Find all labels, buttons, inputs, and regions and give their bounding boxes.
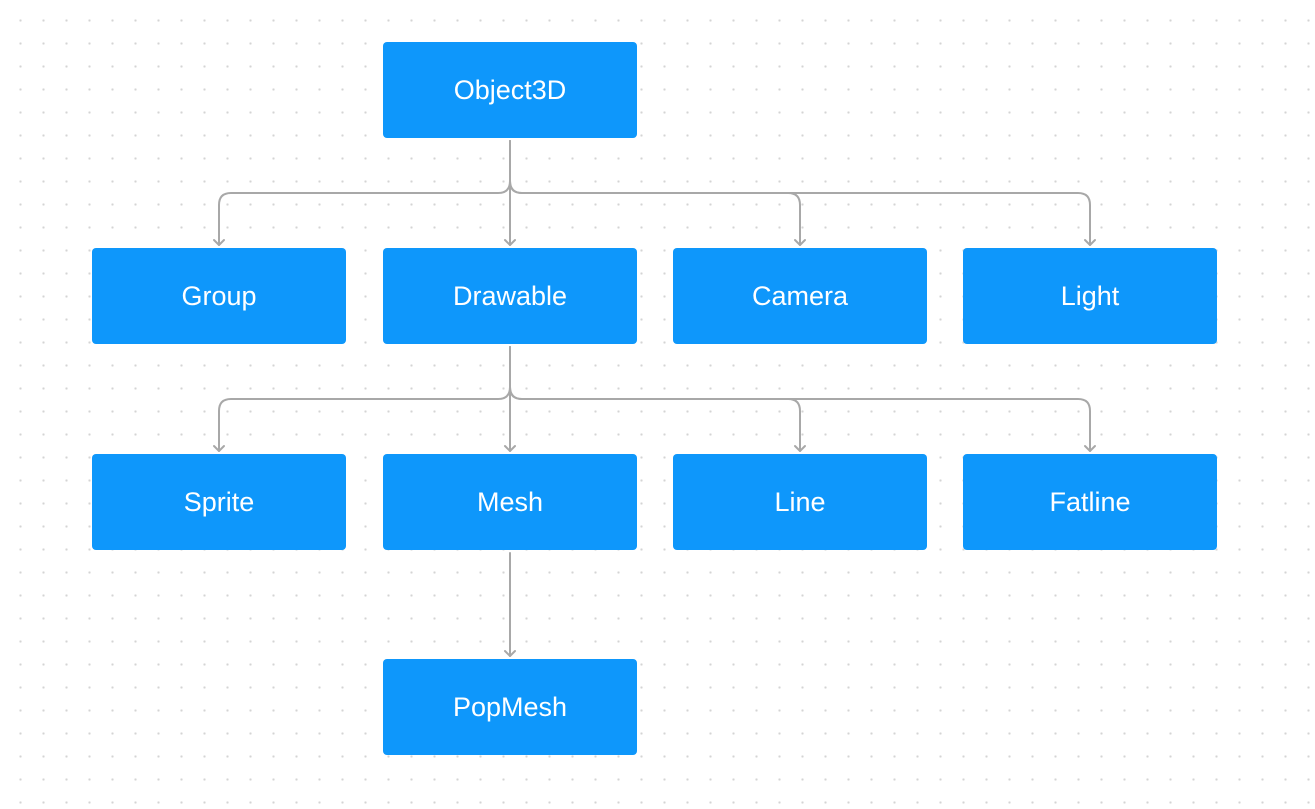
arrowhead-light: [1084, 239, 1096, 246]
node-camera[interactable]: Camera: [673, 248, 927, 344]
node-sprite[interactable]: Sprite: [92, 454, 346, 550]
node-group[interactable]: Group: [92, 248, 346, 344]
connector-drawable-sprite: [218, 346, 511, 452]
arrowhead-group: [213, 239, 225, 246]
node-fatline[interactable]: Fatline: [963, 454, 1217, 550]
arrowhead-popmesh: [504, 650, 516, 657]
connector-drawable-fatline: [509, 346, 1091, 452]
arrowhead-line: [794, 445, 806, 452]
arrowhead-fatline: [1084, 445, 1096, 452]
arrowhead-drawable: [504, 239, 516, 246]
connector-object3d-group: [218, 140, 511, 246]
node-line[interactable]: Line: [673, 454, 927, 550]
node-drawable[interactable]: Drawable: [383, 248, 637, 344]
connector-object3d-light: [509, 140, 1091, 246]
node-mesh[interactable]: Mesh: [383, 454, 637, 550]
arrowhead-sprite: [213, 445, 225, 452]
node-popmesh[interactable]: PopMesh: [383, 659, 637, 755]
node-object3d[interactable]: Object3D: [383, 42, 637, 138]
arrowhead-mesh: [504, 445, 516, 452]
arrowhead-camera: [794, 239, 806, 246]
node-light[interactable]: Light: [963, 248, 1217, 344]
